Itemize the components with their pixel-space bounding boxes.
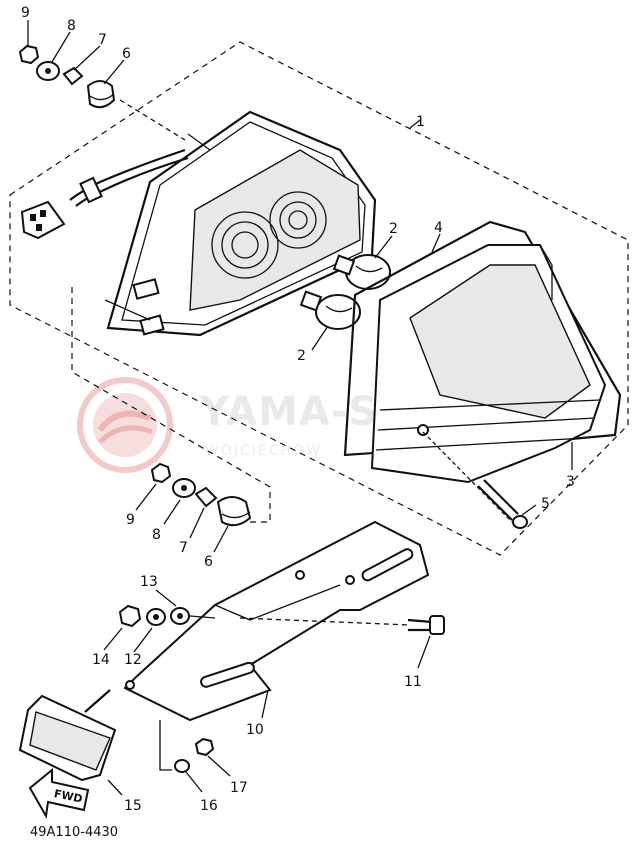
grommet-6-top — [86, 80, 116, 109]
callout-9-top: 9 — [21, 5, 30, 21]
fwd-label: FWD — [53, 787, 84, 806]
connector-icon — [20, 200, 66, 240]
assembly-outline — [9, 41, 629, 556]
collar-7-top — [62, 66, 84, 86]
tail-light-lens — [370, 244, 607, 484]
callout-5: 5 — [541, 496, 550, 512]
callout-15: 15 — [124, 798, 142, 814]
fastener-set-outline — [71, 287, 271, 523]
bulb-upper — [332, 254, 391, 290]
fwd-arrow-icon: FWD — [28, 767, 90, 820]
callout-12: 12 — [124, 652, 142, 668]
nut-9-top — [18, 44, 40, 65]
diagram-part-number: 49A110-4430 — [30, 825, 118, 840]
reflector-15 — [18, 689, 117, 782]
callout-8-top: 8 — [67, 18, 76, 34]
collar-7-lower — [194, 486, 218, 508]
watermark-logo-icon — [77, 377, 173, 473]
callout-16: 16 — [200, 798, 218, 814]
callout-1: 1 — [416, 114, 425, 130]
watermark-sub: WOJCIECHOW — [205, 443, 322, 459]
callout-7-top: 7 — [98, 32, 107, 48]
bulb-lower — [299, 290, 361, 330]
tail-light-housing — [104, 110, 377, 337]
callout-11: 11 — [404, 674, 422, 690]
callout-8-lower: 8 — [152, 527, 161, 543]
screw-5 — [422, 431, 528, 529]
callout-2-upper: 2 — [389, 221, 398, 237]
lower-fastener-set — [150, 462, 252, 527]
callout-6-top: 6 — [122, 46, 131, 62]
callout-numbers: 9 8 7 6 1 2 4 2 3 5 9 8 7 6 13 14 12 10 … — [21, 5, 575, 814]
callout-10: 10 — [246, 722, 264, 738]
grommet-6-lower — [216, 496, 252, 527]
callout-7-lower: 7 — [179, 540, 188, 556]
callout-6-lower: 6 — [204, 554, 213, 570]
callout-4: 4 — [434, 220, 443, 236]
callout-17: 17 — [230, 780, 248, 796]
top-fastener-set — [18, 44, 116, 109]
fastener-12-13-14 — [118, 604, 216, 628]
fastener-16-17 — [159, 720, 215, 773]
callout-14: 14 — [92, 652, 110, 668]
callout-2-lower: 2 — [297, 348, 306, 364]
leader-lines — [27, 20, 573, 796]
callout-3: 3 — [566, 474, 575, 490]
nut-9-lower — [150, 462, 172, 484]
wire-harness — [20, 148, 189, 240]
license-bracket — [123, 520, 430, 722]
callout-13: 13 — [140, 574, 158, 590]
callout-9-lower: 9 — [126, 512, 135, 528]
bolt-11 — [239, 615, 445, 635]
